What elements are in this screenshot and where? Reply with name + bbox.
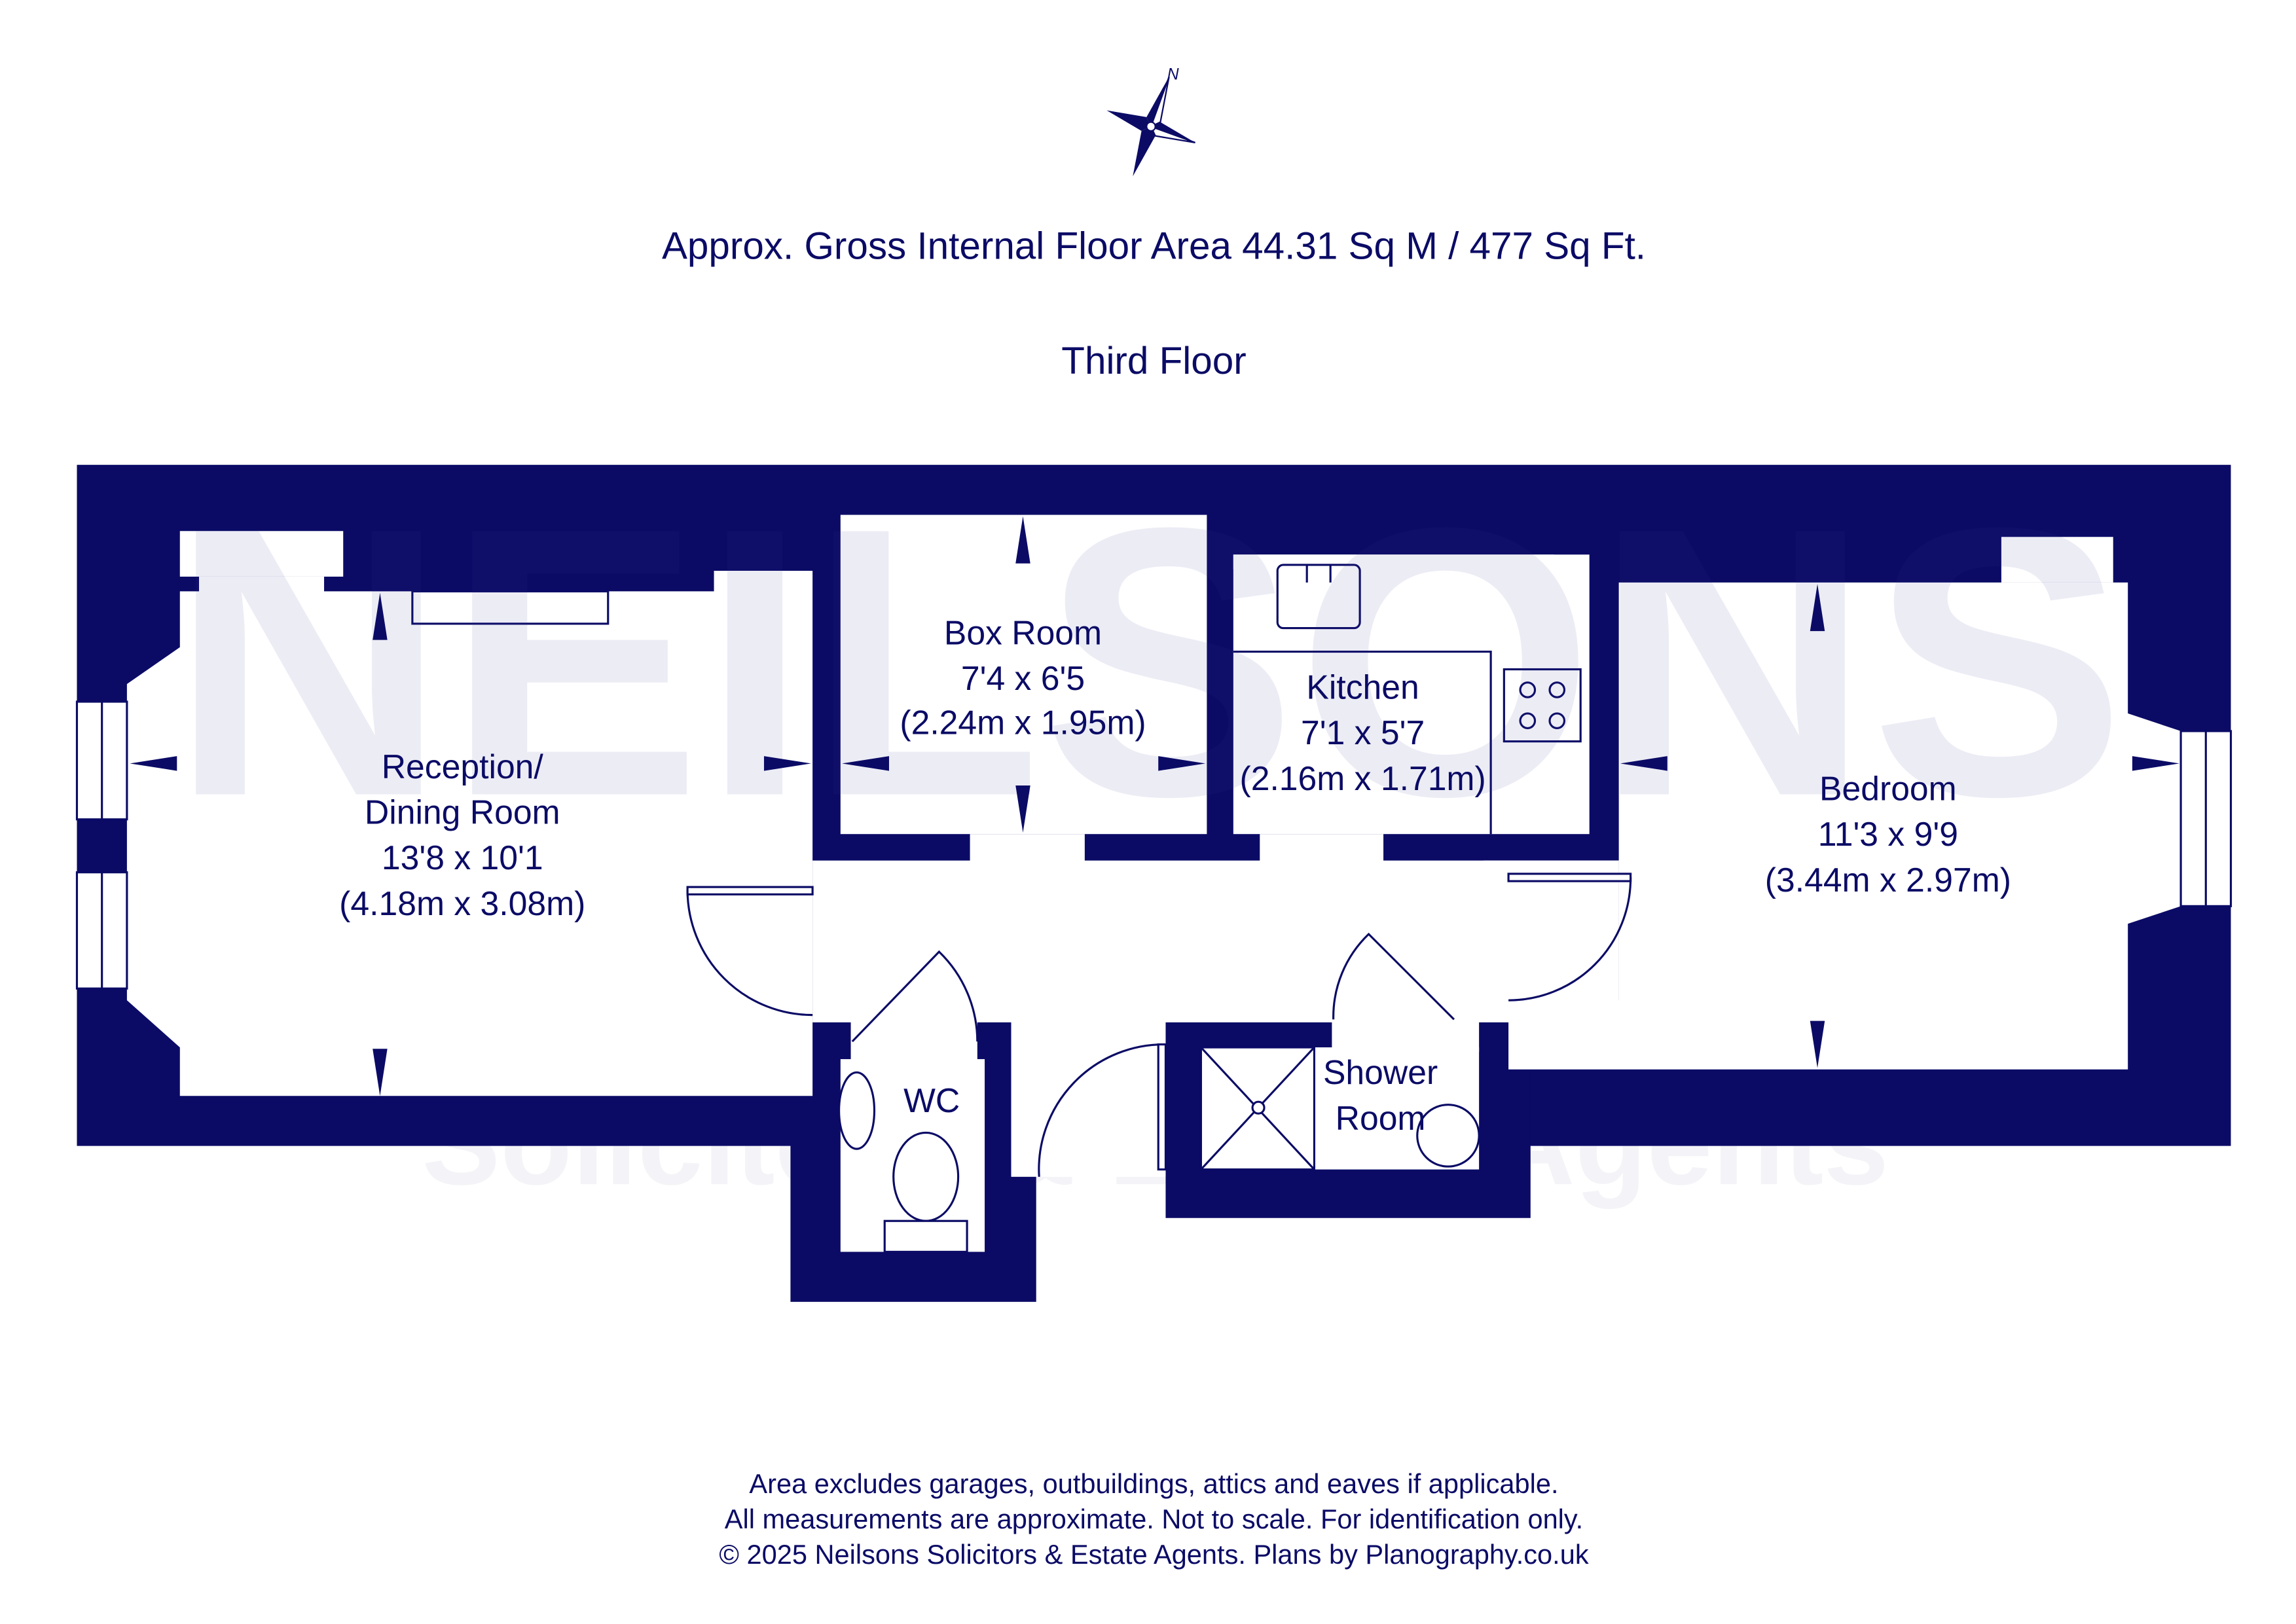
- room-box-room: Box Room 7'4 x 6'5 (2.24m x 1.95m): [900, 613, 1146, 741]
- floor-name: Third Floor: [1061, 340, 1246, 382]
- footer-line-1: Area excludes garages, outbuildings, att…: [749, 1468, 1558, 1499]
- room-imperial: 7'1 x 5'7: [1301, 713, 1425, 751]
- room-name: Bedroom: [1819, 770, 1957, 808]
- room-metric: (3.44m x 2.97m): [1765, 861, 2011, 899]
- room-name: Shower: [1323, 1053, 1438, 1091]
- room-floors: [75, 514, 2232, 1254]
- room-imperial: 11'3 x 9'9: [1818, 815, 1958, 853]
- room-name: Dining Room: [365, 793, 560, 831]
- room-imperial: 7'4 x 6'5: [961, 659, 1085, 697]
- basin-icon: [837, 1071, 876, 1150]
- basin-icon: [1416, 1104, 1480, 1168]
- room-name: Reception/: [382, 748, 544, 785]
- room-shower-room: Shower Room: [1323, 1053, 1438, 1137]
- room-kitchen: Kitchen 7'1 x 5'7 (2.16m x 1.71m): [1240, 668, 1486, 797]
- room-imperial: 13'8 x 10'1: [382, 839, 543, 876]
- footer-line-3: © 2025 Neilsons Solicitors & Estate Agen…: [719, 1539, 1588, 1570]
- dimension-arrows: [130, 516, 2179, 1096]
- room-metric: (4.18m x 3.08m): [339, 884, 585, 922]
- room-wc: WC: [903, 1081, 960, 1119]
- doors: [686, 873, 1632, 1177]
- room-metric: (2.24m x 1.95m): [900, 703, 1146, 741]
- compass-north-label: N: [1167, 65, 1179, 83]
- room-bedroom: Bedroom 11'3 x 9'9 (3.44m x 2.97m): [1765, 770, 2011, 899]
- footer-line-2: All measurements are approximate. Not to…: [725, 1504, 1583, 1534]
- room-name: Room: [1336, 1099, 1426, 1137]
- toilet-icon: [892, 1131, 960, 1222]
- sink-icon: [1276, 564, 1361, 630]
- room-reception: Reception/ Dining Room 13'8 x 10'1 (4.18…: [339, 748, 585, 922]
- room-name: Kitchen: [1306, 668, 1419, 706]
- area-title: Approx. Gross Internal Floor Area 44.31 …: [662, 225, 1646, 268]
- room-name: Box Room: [944, 613, 1102, 651]
- compass-rose-icon: [1106, 76, 1195, 177]
- room-metric: (2.16m x 1.71m): [1240, 759, 1486, 797]
- hob-icon: [1503, 668, 1582, 743]
